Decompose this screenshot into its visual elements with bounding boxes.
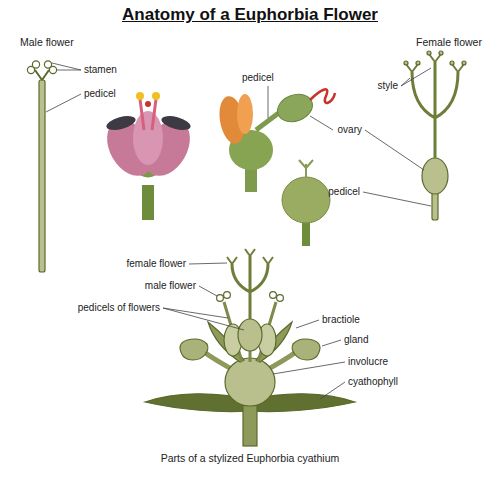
- part-label: cyathophyll: [348, 376, 398, 388]
- part-label: pedicel: [328, 186, 360, 198]
- photo-style: [310, 89, 335, 103]
- style-branches: [232, 256, 268, 319]
- leader-line: [401, 68, 431, 86]
- photo-ovary: [274, 90, 317, 127]
- involucre-cup: [225, 358, 275, 406]
- cyathium-stem: [243, 404, 257, 446]
- ovary-shape: [238, 319, 262, 351]
- leader-line: [363, 192, 431, 206]
- part-label: style: [377, 80, 398, 92]
- gland-shape: [180, 339, 208, 360]
- leader-line: [46, 94, 81, 112]
- anther: [32, 61, 39, 68]
- stigma-tip: [450, 61, 454, 65]
- leader-lines: [46, 63, 431, 399]
- part-label: gland: [344, 334, 368, 346]
- anther: [277, 295, 284, 302]
- part-label: Male flower: [20, 36, 74, 48]
- part-label: involucre: [348, 356, 388, 368]
- part-label: pedicels of flowers: [78, 302, 160, 314]
- part-label: Female flower: [416, 36, 482, 48]
- anther: [270, 292, 277, 299]
- stigma-tip: [416, 61, 420, 65]
- leader-line: [320, 382, 345, 399]
- photo-gland: [160, 113, 192, 132]
- stigma-tip: [404, 61, 408, 65]
- photo-stem: [302, 220, 310, 246]
- photo-gland: [105, 113, 137, 132]
- filament: [35, 70, 49, 80]
- female-pedicel: [249, 350, 252, 362]
- leader-line: [322, 340, 341, 346]
- female-flower-photo: [216, 89, 335, 246]
- photo-anther: [145, 101, 151, 107]
- anther: [224, 292, 231, 299]
- stigma-tip: [439, 51, 443, 55]
- female-pedicel: [432, 192, 438, 220]
- leader-line: [199, 286, 217, 296]
- cyathium-drawing: [145, 249, 355, 446]
- photo-anther: [136, 92, 144, 100]
- gland-shape: [292, 339, 320, 360]
- leader-line: [268, 86, 269, 118]
- photo-anther: [152, 92, 160, 100]
- photo-style: [299, 160, 313, 177]
- part-label: pedicel: [84, 88, 116, 100]
- part-label: stamen: [84, 64, 117, 76]
- leader-line: [52, 63, 81, 70]
- ovary-shape: [422, 158, 448, 194]
- female-flower-drawing: [404, 51, 466, 220]
- part-label: pedicel: [242, 72, 274, 84]
- stigma: [406, 54, 464, 72]
- photo-ovary: [282, 177, 330, 223]
- leader-line: [163, 308, 244, 330]
- anther: [49, 66, 56, 73]
- leader-line: [310, 116, 424, 170]
- part-label: bractiole: [322, 314, 360, 326]
- leader-line: [273, 362, 345, 374]
- photo-bract: [133, 111, 163, 165]
- stigma: [227, 249, 273, 264]
- photo-stamen: [140, 99, 156, 130]
- leader-line: [296, 320, 319, 328]
- male-flower-photo: [98, 92, 200, 220]
- diagram-title: Anatomy of a Euphorbia Flower: [0, 5, 500, 25]
- part-label: female flower: [127, 258, 186, 270]
- style-branches: [412, 62, 458, 158]
- stigma-tip: [462, 61, 466, 65]
- leader-line: [189, 263, 227, 264]
- anther: [217, 295, 224, 302]
- photo-stem: [142, 185, 154, 220]
- diagram-caption: Parts of a stylized Euphorbia cyathium: [0, 452, 500, 464]
- male-pedicel: [39, 80, 45, 272]
- part-label: ovary: [338, 124, 362, 136]
- male-flower-drawing: [27, 61, 56, 272]
- part-label: male flower: [145, 280, 196, 292]
- stigma-tip: [427, 51, 431, 55]
- photo-bract: [237, 94, 253, 134]
